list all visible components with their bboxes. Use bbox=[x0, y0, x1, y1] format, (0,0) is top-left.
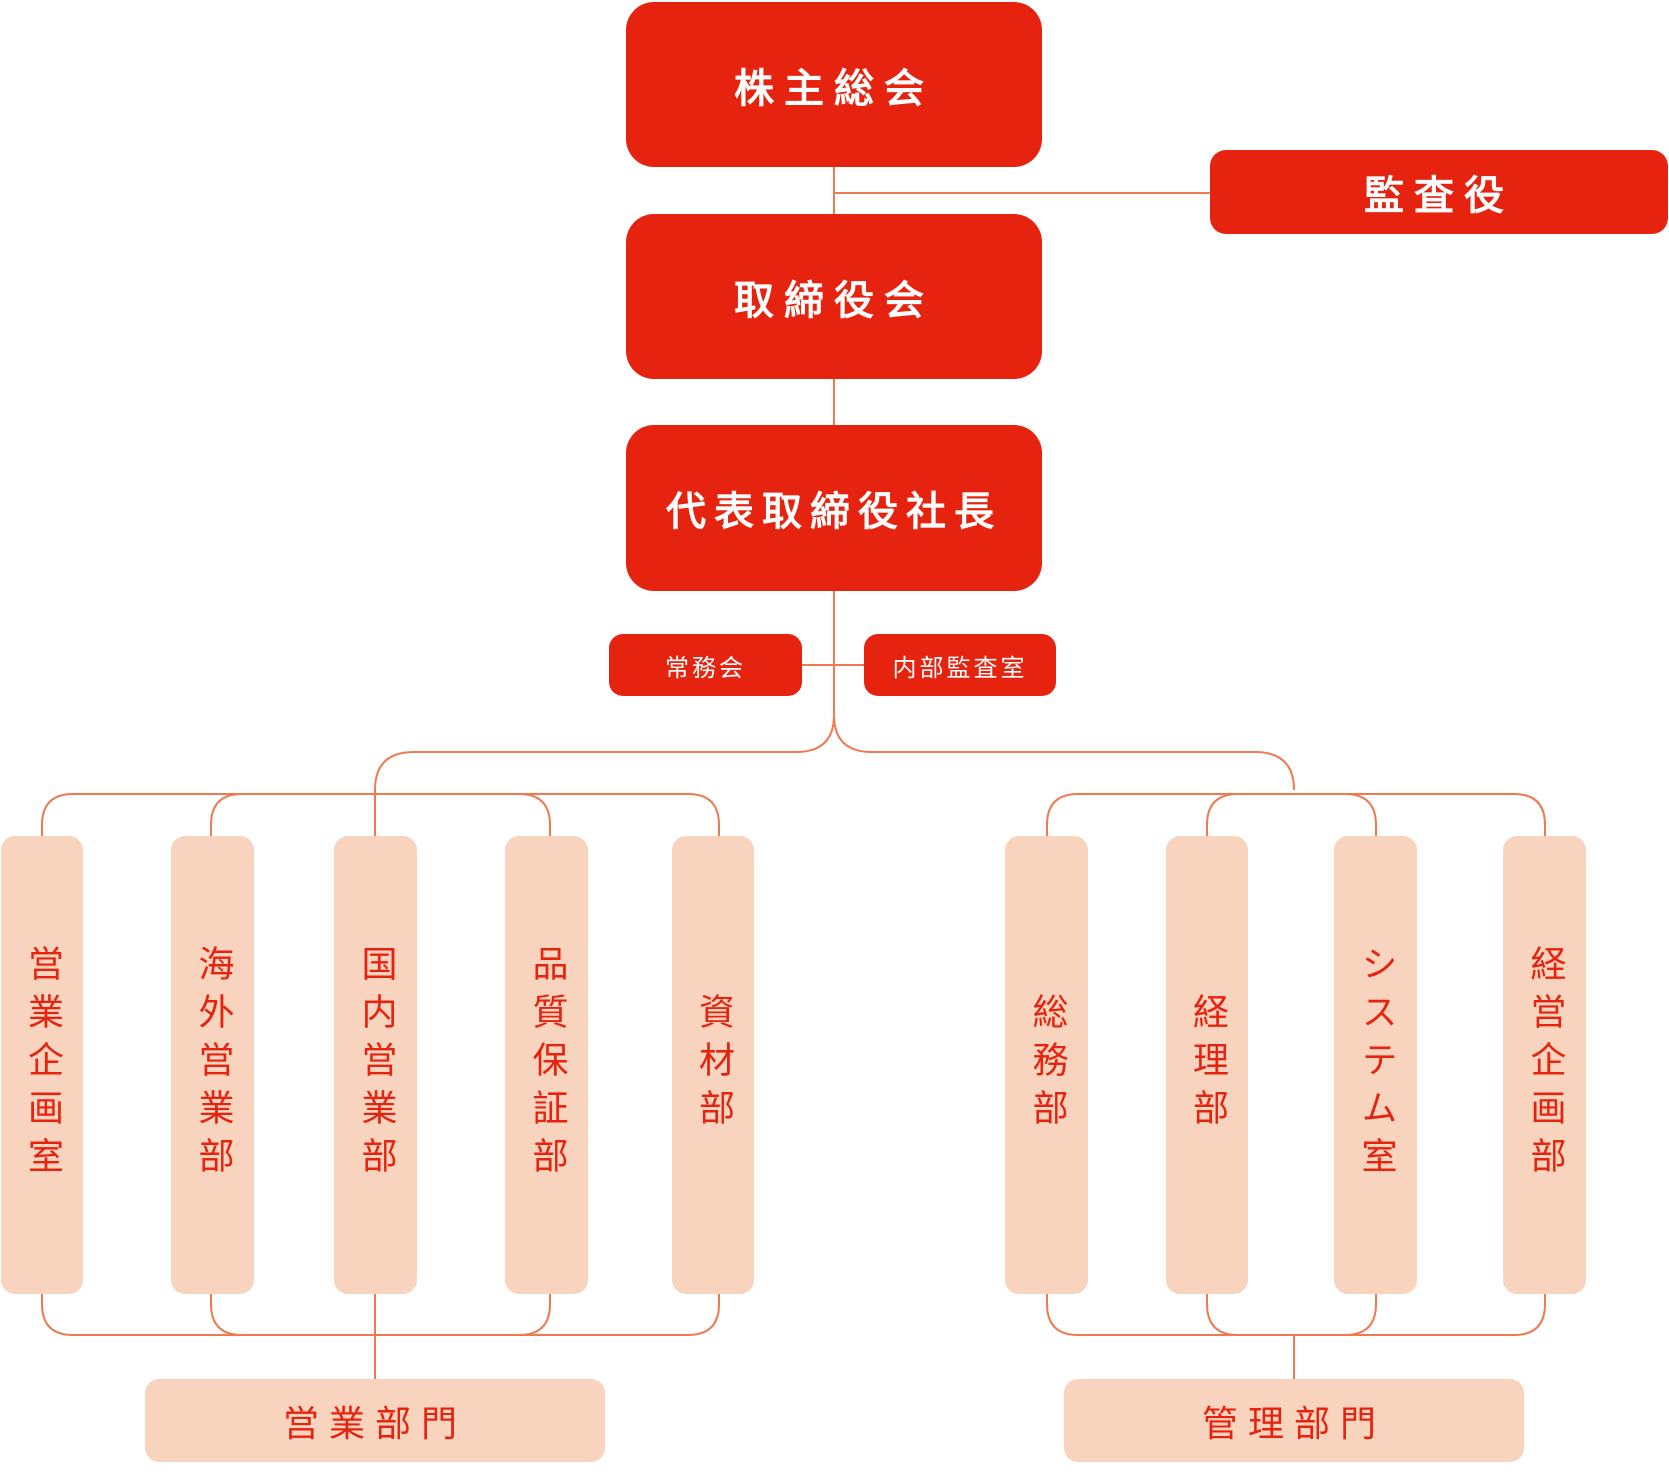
sales-dept-label: 資材部 bbox=[693, 993, 734, 1137]
internal-audit-box: 内部監査室 bbox=[864, 634, 1056, 696]
sales-dept-2: 国内営業部 bbox=[334, 836, 417, 1294]
sales-top-bracket-a bbox=[41, 793, 551, 836]
admin-top-bracket-b bbox=[1206, 793, 1546, 836]
board-box: 取締役会 bbox=[626, 214, 1042, 379]
internal-audit-label: 内部監査室 bbox=[892, 653, 1028, 682]
admin-bottom-bracket-b bbox=[1206, 1293, 1546, 1336]
sales-bottom-bracket-a bbox=[41, 1293, 551, 1336]
to-admin-line bbox=[833, 714, 1295, 791]
admin-dept-3: 経営企画部 bbox=[1503, 836, 1586, 1294]
admin-dept-label: システム室 bbox=[1355, 945, 1397, 1185]
president-label: 代表取締役社長 bbox=[666, 489, 1002, 535]
auditor-label: 監査役 bbox=[1364, 173, 1514, 219]
sales-dept-3: 品質保証部 bbox=[505, 836, 588, 1294]
admin-dept-label: 経営企画部 bbox=[1524, 945, 1566, 1185]
admin-dept-label: 総務部 bbox=[1026, 993, 1068, 1137]
admin-group-label: 管理部門 bbox=[1201, 1403, 1386, 1445]
admin-dept-1: 経理部 bbox=[1166, 836, 1248, 1294]
sales-dept-1: 海外営業部 bbox=[171, 836, 254, 1294]
executive-committee-box: 常務会 bbox=[609, 634, 802, 696]
executive-committee-label: 常務会 bbox=[665, 653, 746, 682]
to-sales-line bbox=[374, 714, 835, 836]
sales-dept-label: 国内営業部 bbox=[355, 945, 397, 1185]
board-label: 取締役会 bbox=[734, 277, 934, 324]
sales-dept-label: 海外営業部 bbox=[192, 945, 234, 1185]
sales-bottom-bracket-b bbox=[210, 1293, 720, 1336]
admin-dept-label: 経理部 bbox=[1187, 993, 1228, 1137]
admin-dept-0: 総務部 bbox=[1005, 836, 1088, 1294]
admin-bottom-bracket-a bbox=[1046, 1293, 1377, 1336]
admin-dept-2: システム室 bbox=[1334, 836, 1417, 1294]
sales-group-label: 営業部門 bbox=[282, 1403, 467, 1445]
president-box: 代表取締役社長 bbox=[626, 425, 1042, 591]
sales-dept-0: 営業企画室 bbox=[1, 836, 83, 1294]
sales-dept-label: 品質保証部 bbox=[526, 945, 568, 1185]
admin-top-bracket-a bbox=[1046, 793, 1377, 836]
sales-dept-4: 資材部 bbox=[672, 836, 754, 1294]
admin-group-box: 管理部門 bbox=[1064, 1379, 1524, 1462]
auditor-box: 監査役 bbox=[1210, 150, 1668, 234]
shareholders-label: 株主総会 bbox=[734, 65, 934, 112]
sales-group-box: 営業部門 bbox=[145, 1379, 605, 1462]
shareholders-box: 株主総会 bbox=[626, 2, 1042, 167]
sales-dept-label: 営業企画室 bbox=[22, 945, 63, 1185]
sales-top-bracket-b bbox=[210, 793, 720, 836]
